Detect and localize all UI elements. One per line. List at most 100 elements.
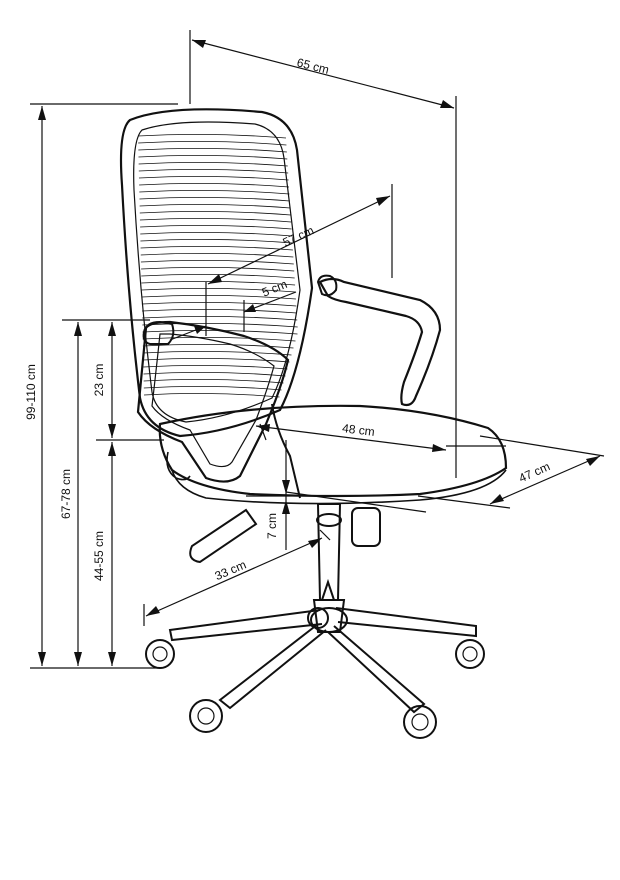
mesh-line [143,365,288,370]
base-leg-4 [327,625,426,714]
arrowhead [282,480,290,494]
mesh-line [139,183,290,188]
mesh-line [142,344,294,349]
base-leg-3 [218,623,327,710]
mesh-line [143,379,284,384]
mesh-line [141,295,296,300]
mesh-line [143,351,292,356]
caster-bottom-right [403,705,437,739]
backrest-frame [119,108,314,438]
arrowhead [432,444,446,452]
office-chair-illustration [119,108,508,739]
caster-back [307,607,329,629]
label-seat-thickness: 7 cm [265,513,279,539]
mesh-line [141,302,297,307]
arrowhead [244,304,256,312]
mesh-line [140,253,294,258]
seat-side [166,451,191,481]
arrowhead [256,424,270,432]
mesh-line [142,316,298,321]
mesh-line [138,148,287,153]
caster-bottom-left [189,699,223,733]
arrowhead [282,500,290,514]
mesh-line [140,232,293,237]
arrowhead [38,652,46,666]
mesh-line [138,155,288,160]
label-depth-total: 65 cm [295,55,330,76]
arrowhead [490,494,504,504]
mesh-line [140,239,293,244]
mesh-line [139,211,291,216]
mesh-line [140,260,294,265]
label-seat-width: 48 cm [341,421,375,439]
mesh-line [143,386,282,391]
label-seat-depth: 47 cm [517,459,553,485]
base-leg-5 [321,578,335,601]
gas-lift-knob [351,507,381,547]
mesh-line [142,323,298,328]
arrowhead [108,424,116,438]
dimension-lines [30,30,605,669]
right-armrest [318,277,442,407]
arrowhead [308,538,322,548]
mesh-line [142,309,297,314]
dim-line-33cm [145,537,323,617]
arrowhead [192,40,206,48]
dim-line-65cm [191,39,455,109]
mesh-line [139,204,291,209]
mesh-line [138,162,288,167]
dim-line-47cm [489,455,601,505]
back-support [271,403,301,499]
left-armrest-pad [142,320,175,345]
label-seat-height: 44-55 cm [92,531,106,581]
cylinder-collar [316,513,342,527]
arrowhead [194,326,206,334]
dim-line-48cm [255,425,447,451]
left-armrest-inner [151,333,275,468]
label-backrest-height: 57 cm [281,223,317,250]
mesh-line [139,190,290,195]
mesh-line [140,225,292,230]
base-leg-1 [168,609,323,642]
base-hub [310,607,348,633]
arrowhead [74,652,82,666]
mesh-line [143,393,280,398]
label-base-radius: 33 cm [213,557,249,583]
left-armrest [136,320,290,483]
mesh-line [143,372,286,377]
mesh-line [143,358,290,363]
arrowhead [208,274,222,284]
mesh-line [138,169,289,174]
dim-line-57cm [207,195,391,285]
arrowhead [440,100,454,108]
caster-front-right [455,639,485,669]
mesh-line [141,274,295,279]
label-armrest-height: 67-78 cm [59,469,73,519]
mesh-line [142,337,296,342]
arrowhead [376,196,390,206]
caster-front-left [145,639,175,669]
lift-lever [189,508,258,564]
mesh-line [138,176,289,181]
mesh-line [137,134,287,139]
label-armrest-above-seat: 23 cm [92,364,106,397]
arrowhead [586,456,600,466]
label-height-total: 99-110 cm [24,364,38,420]
arrowhead [38,106,46,120]
backrest-mesh [137,134,298,398]
arrowhead [108,442,116,456]
arrowhead [108,322,116,336]
mesh-line [138,141,287,146]
mesh-line [141,288,296,293]
arrowhead [74,322,82,336]
right-armrest-pad [316,274,338,297]
backrest-inner-frame [133,121,301,423]
base-leg-2 [335,607,477,638]
arrowhead [146,606,160,616]
arrowhead [108,652,116,666]
mesh-line [141,267,295,272]
seat-top [158,404,508,498]
mesh-line [139,197,290,202]
